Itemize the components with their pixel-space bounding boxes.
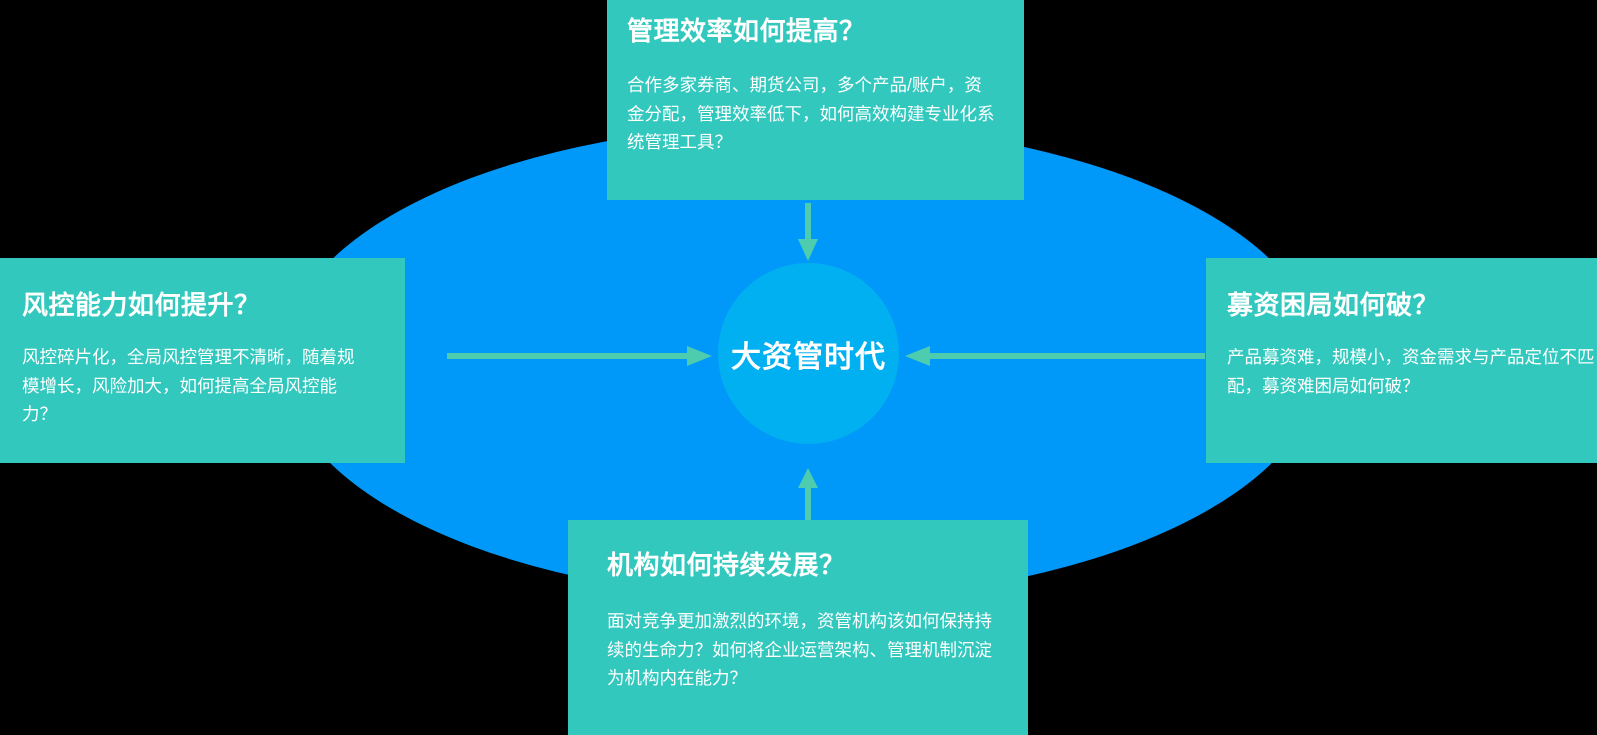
card-body: 风控碎片化，全局风控管理不清晰，随着规模增长，风险加大，如何提高全局风控能力？	[22, 347, 355, 424]
center-node[interactable]: 大资管时代	[718, 263, 899, 444]
card-title: 机构如何持续发展？	[607, 550, 846, 580]
card-title: 募资困局如何破？	[1227, 290, 1440, 320]
arrow-right-icon	[447, 343, 712, 369]
arrow-up-icon	[795, 468, 821, 523]
card-sustainable-development[interactable]: 机构如何持续发展？ 面对竞争更加激烈的环境，资管机构该如何保持持续的生命力？如何…	[568, 520, 1028, 735]
card-title: 风控能力如何提升？	[22, 290, 261, 320]
card-risk-control[interactable]: 风控能力如何提升？ 风控碎片化，全局风控管理不清晰，随着规模增长，风险加大，如何…	[0, 258, 405, 463]
card-body: 产品募资难，规模小，资金需求与产品定位不匹配，募资难困局如何破？	[1227, 347, 1595, 396]
card-title: 管理效率如何提高？	[627, 16, 866, 46]
arrow-left-icon	[905, 343, 1205, 369]
arrow-down-icon	[795, 203, 821, 261]
card-management-efficiency[interactable]: 管理效率如何提高？ 合作多家券商、期货公司，多个产品/账户，资金分配，管理效率低…	[607, 0, 1024, 200]
card-body: 合作多家券商、期货公司，多个产品/账户，资金分配，管理效率低下，如何高效构建专业…	[627, 75, 995, 152]
card-body: 面对竞争更加激烈的环境，资管机构该如何保持持续的生命力？如何将企业运营架构、管理…	[607, 611, 992, 688]
card-fundraising[interactable]: 募资困局如何破？ 产品募资难，规模小，资金需求与产品定位不匹配，募资难困局如何破…	[1206, 258, 1597, 463]
center-node-label: 大资管时代	[731, 340, 886, 374]
